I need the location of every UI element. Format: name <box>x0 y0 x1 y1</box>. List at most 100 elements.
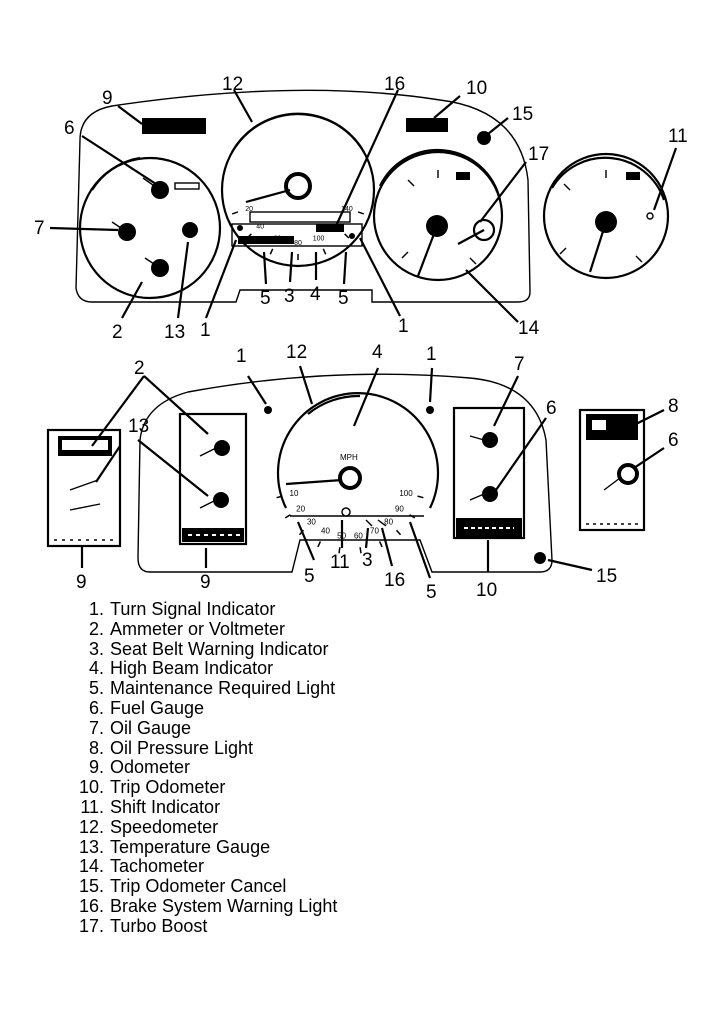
legend-item: 2. Ammeter or Voltmeter <box>72 618 592 640</box>
callout-2-top: 2 <box>112 322 123 343</box>
bottom-leader-lines <box>80 365 665 579</box>
callout-5-top-right: 5 <box>338 288 349 309</box>
legend-number: 8. <box>88 737 104 758</box>
callout-6-bottom-mid: 6 <box>546 398 557 419</box>
callout-12-bottom: 12 <box>286 342 307 363</box>
legend-number: 6. <box>88 697 104 718</box>
turn-signal-left-bottom <box>264 406 272 414</box>
legend-number: 11. <box>80 796 104 817</box>
callout-4-bottom: 4 <box>372 342 383 363</box>
speedometer-top-tick-label: 100 <box>313 236 325 243</box>
instrument-cluster-diagram: 20406080100120140 <box>34 74 688 600</box>
top-odometer-box <box>249 211 351 223</box>
speedometer-top: 20406080100120140 <box>220 112 376 268</box>
warning-light-strip-top <box>231 223 363 247</box>
fuel-oil-panel-bottom <box>578 408 646 532</box>
callout-10-bottom: 10 <box>476 580 497 600</box>
speedometer-top-tick-label: 80 <box>294 240 302 247</box>
legend-label: Ammeter or Voltmeter <box>110 618 286 639</box>
speedometer-bottom-tick-mark <box>338 547 341 554</box>
speedometer-bottom-tick-label: 40 <box>321 527 330 536</box>
trip-reset-button-bottom <box>534 552 546 564</box>
legend-label: Turn Signal Indicator <box>110 599 276 619</box>
legend-list: 1. Turn Signal Indicator 2. Ammeter or Volt… <box>72 599 592 937</box>
callout-9-bottom-left: 9 <box>76 572 87 593</box>
legend-item: 4.High Beam Indicator <box>72 659 592 679</box>
callout-8-bottom: 8 <box>668 396 679 417</box>
legend-item: 13. Temperature Gauge <box>72 836 592 858</box>
speedometer-top-tick-mark <box>269 248 274 255</box>
shift-indicator-light <box>646 212 654 220</box>
legend-item: 6. Fuel Gauge <box>72 697 592 719</box>
legend-number: 10. <box>78 777 104 798</box>
legend-number: 14. <box>78 856 104 877</box>
legend-item: 14. Tachometer <box>72 857 592 877</box>
speedometer-top-tick-mark <box>344 233 350 239</box>
legend-label: Tachometer <box>110 856 205 877</box>
legend-item: 17.Turbo Boost <box>72 915 592 937</box>
speedometer-bottom-tick-mark <box>317 541 322 548</box>
top-cluster: 20406080100120140 <box>34 74 688 343</box>
speedometer-top-ticks: 20406080100120140 <box>231 206 365 260</box>
turn-signal-right-bottom <box>426 406 434 414</box>
callout-3-bottom: 3 <box>362 550 373 571</box>
callout-5-bottom-left: 5 <box>304 566 315 587</box>
legend-label: Oil Pressure Light <box>110 737 254 758</box>
legend-label: Brake System Warning Light <box>110 895 338 916</box>
legend-number: 1. <box>88 599 104 619</box>
speedometer-bottom-tick-mark <box>417 495 424 499</box>
speedometer-bottom-tick-label: 20 <box>296 504 305 513</box>
turbo-boost-dial <box>472 218 496 242</box>
legend-label: Maintenance Required Light <box>110 678 336 699</box>
legend-number: 12. <box>78 816 104 837</box>
speedometer-top-tick-label: 140 <box>341 206 353 213</box>
legend-label: Fuel Gauge <box>110 697 205 718</box>
bottom-callout-labels: 2 12 4 1 1 7 13 6 8 9 9 5 11 3 16 5 10 1… <box>76 342 679 600</box>
trip-odometer-window-top <box>406 118 448 132</box>
legend-label: High Beam Indicator <box>110 658 274 679</box>
legend-label: Temperature Gauge <box>110 836 271 857</box>
speedometer-top-tick-mark <box>357 211 365 215</box>
callout-15-bottom: 15 <box>596 566 617 587</box>
legend-label: Shift Indicator <box>110 796 221 817</box>
speedometer-top-tick-mark <box>322 248 327 255</box>
callout-1-top-left: 1 <box>200 320 211 341</box>
callout-11-top: 11 <box>668 126 688 147</box>
speedometer-bottom-tick-label: 80 <box>384 517 393 526</box>
top-cluster-housing <box>75 89 531 303</box>
callout-5-top-left: 5 <box>260 288 271 309</box>
speedometer-bottom-tick-mark <box>395 529 402 536</box>
odometer-panel-bottom <box>46 428 122 548</box>
callout-13-top: 13 <box>164 322 185 343</box>
callout-11-bottom: 11 <box>330 552 350 573</box>
legend-item: 5.Maintenance Required Light <box>72 678 592 699</box>
legend-item: 11. Shift Indicator <box>72 796 592 818</box>
legend-number: 2. <box>88 618 104 639</box>
legend-number: 7. <box>88 717 104 738</box>
callout-2-bottom: 2 <box>134 358 145 379</box>
odometer-window-top <box>142 118 206 134</box>
speedometer-bottom-tick-label: 90 <box>395 504 404 513</box>
legend-number: 3. <box>88 638 104 659</box>
speedometer-bottom-tick-mark <box>276 495 283 499</box>
legend-label: Seat Belt Warning Indicator <box>110 638 329 659</box>
legend-item: 9.Odometer <box>72 758 592 778</box>
legend-item: 10.Trip Odometer <box>72 777 592 798</box>
speedometer-bottom-tick-label: 30 <box>307 517 316 526</box>
legend-label: Oil Gauge <box>110 717 192 738</box>
legend-label: Trip Odometer Cancel <box>110 876 287 897</box>
legend-number: 13. <box>78 836 104 857</box>
speedometer-bottom-tick-mark <box>359 547 362 554</box>
legend-item: 16.Brake System Warning Light <box>72 895 592 917</box>
callout-3-top: 3 <box>284 286 295 307</box>
callout-4-top: 4 <box>310 284 321 305</box>
callout-17-top: 17 <box>528 144 549 165</box>
speedometer-bottom-tick-label: 10 <box>290 489 299 498</box>
callout-6-top: 6 <box>64 118 75 139</box>
callout-9-bottom-right: 9 <box>200 572 211 593</box>
legend-label: Speedometer <box>110 816 219 837</box>
callout-15-top: 15 <box>512 104 533 125</box>
legend-item: 8. Oil Pressure Light <box>72 737 592 759</box>
legend-number: 17. <box>78 915 104 936</box>
callout-7-top: 7 <box>34 218 45 239</box>
